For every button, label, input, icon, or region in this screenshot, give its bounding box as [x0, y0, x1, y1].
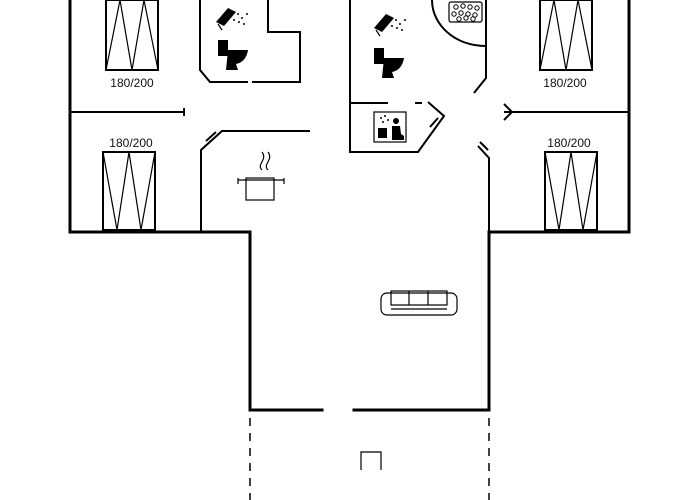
terrace-outline: [249, 418, 490, 500]
bubble: [453, 4, 459, 10]
bubble: [463, 15, 469, 21]
toilet-icon: [374, 48, 404, 78]
bubble: [451, 11, 457, 17]
bed: [544, 151, 598, 231]
bed: [102, 151, 156, 231]
sofa-icon: [380, 290, 458, 316]
shower-icon: [374, 14, 406, 37]
bubble: [474, 5, 480, 11]
bed-size-label: 180/200: [110, 76, 154, 90]
interior-walls: [70, 0, 629, 232]
bubble: [456, 16, 462, 22]
bubble: [470, 16, 476, 22]
shower-icon: [216, 8, 248, 31]
bed: [105, 0, 159, 71]
whirlpool-icon: [431, 0, 487, 47]
bed-size-label: 180/200: [109, 136, 153, 150]
bubble: [458, 10, 464, 16]
stove-icon: [237, 151, 285, 201]
bubble: [460, 3, 466, 9]
bubble: [467, 4, 473, 10]
sauna-icon: [373, 111, 407, 143]
toilet-icon: [218, 40, 248, 70]
bed-size-label: 180/200: [547, 136, 591, 150]
bed-size-label: 180/200: [543, 76, 587, 90]
bed: [539, 0, 593, 71]
